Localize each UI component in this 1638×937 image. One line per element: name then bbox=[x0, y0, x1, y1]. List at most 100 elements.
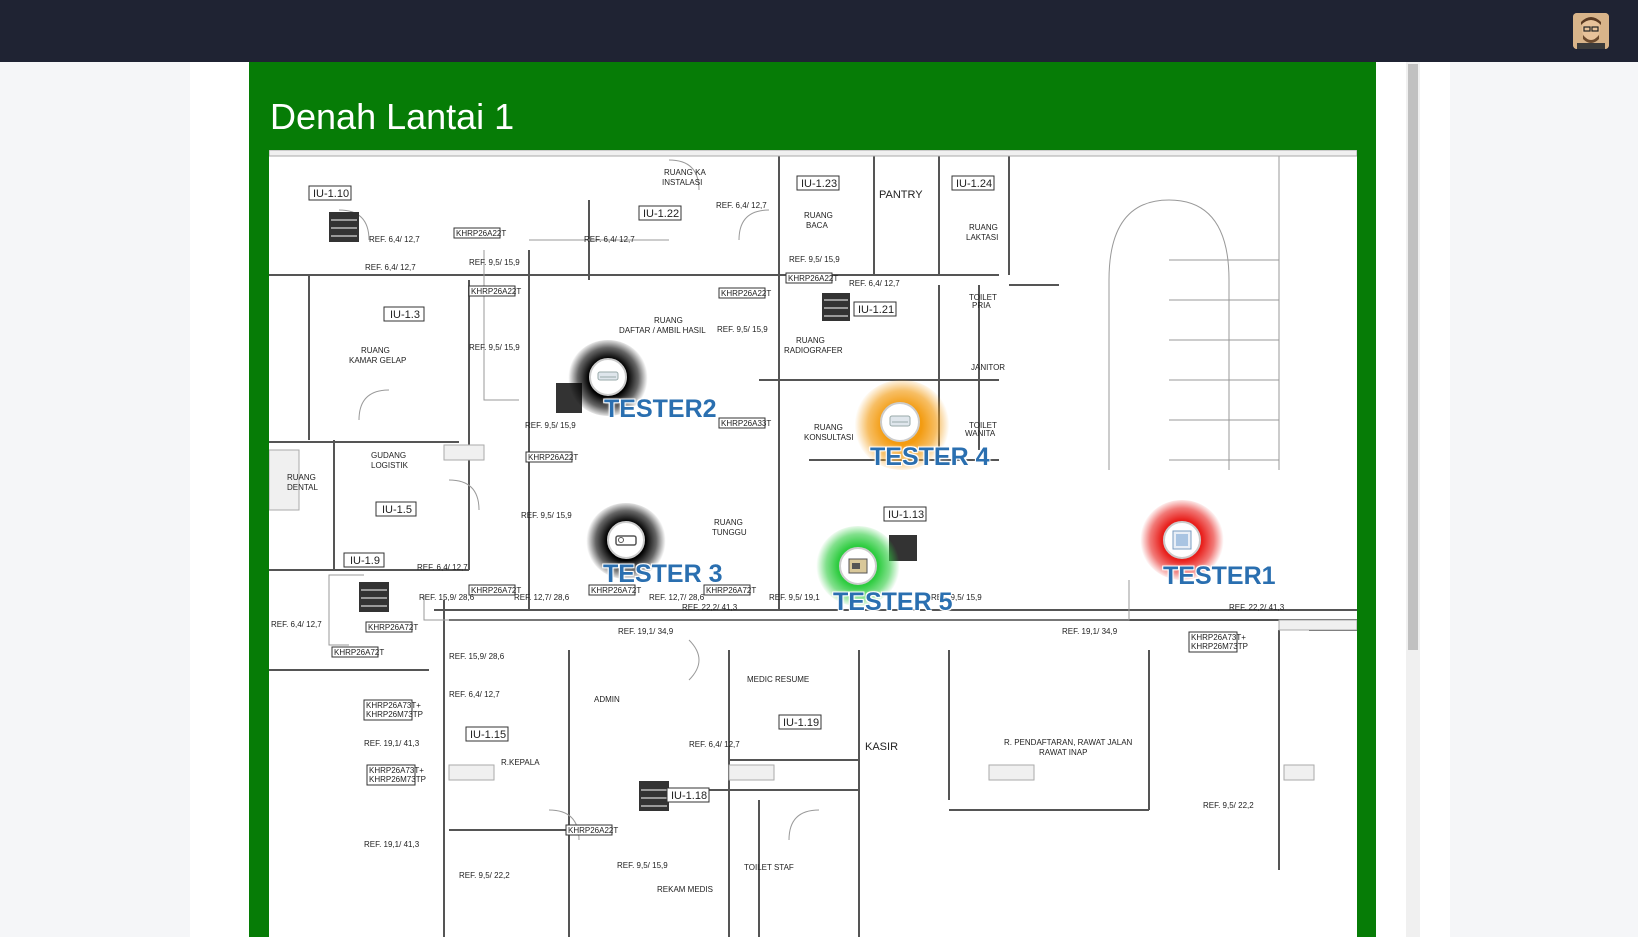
svg-text:KHRP26A33T: KHRP26A33T bbox=[721, 419, 771, 428]
svg-text:KHRP26A22T: KHRP26A22T bbox=[788, 274, 838, 283]
svg-text:REF. 15,9/ 28,6: REF. 15,9/ 28,6 bbox=[419, 593, 475, 602]
svg-text:REF. 6,4/ 12,7: REF. 6,4/ 12,7 bbox=[449, 690, 500, 699]
svg-text:KHRP26A72T: KHRP26A72T bbox=[591, 586, 641, 595]
svg-text:REF. 22,2/ 41,3: REF. 22,2/ 41,3 bbox=[682, 603, 738, 612]
svg-text:LOGISTIK: LOGISTIK bbox=[371, 461, 409, 470]
svg-text:RUANG KA: RUANG KA bbox=[664, 168, 706, 177]
svg-text:REF. 6,4/ 12,7: REF. 6,4/ 12,7 bbox=[584, 235, 635, 244]
tester-label: TESTER2 bbox=[604, 395, 717, 423]
svg-text:KHRP26A72T: KHRP26A72T bbox=[706, 586, 756, 595]
svg-text:RUANG: RUANG bbox=[814, 423, 843, 432]
svg-text:IU-1.9: IU-1.9 bbox=[350, 555, 380, 567]
svg-text:REF. 6,4/ 12,7: REF. 6,4/ 12,7 bbox=[849, 279, 900, 288]
svg-text:LAKTASI: LAKTASI bbox=[966, 233, 998, 242]
svg-text:REF. 9,5/ 15,9: REF. 9,5/ 15,9 bbox=[789, 255, 840, 264]
svg-text:REF. 19,1/ 34,9: REF. 19,1/ 34,9 bbox=[618, 627, 674, 636]
svg-text:KHRP26A22T: KHRP26A22T bbox=[456, 229, 506, 238]
svg-text:REF. 19,1/ 41,3: REF. 19,1/ 41,3 bbox=[364, 840, 420, 849]
svg-text:IU-1.19: IU-1.19 bbox=[783, 717, 819, 729]
svg-text:KHRP26M73TP: KHRP26M73TP bbox=[1191, 642, 1248, 651]
svg-text:RUANG: RUANG bbox=[714, 518, 743, 527]
svg-text:RUANG: RUANG bbox=[969, 223, 998, 232]
top-app-bar bbox=[0, 0, 1638, 62]
svg-text:IU-1.15: IU-1.15 bbox=[470, 729, 506, 741]
svg-text:KHRP26A22T: KHRP26A22T bbox=[471, 287, 521, 296]
svg-text:REF. 6,4/ 12,7: REF. 6,4/ 12,7 bbox=[271, 620, 322, 629]
svg-text:REF. 22,2/ 41,3: REF. 22,2/ 41,3 bbox=[1229, 603, 1285, 612]
svg-text:KASIR: KASIR bbox=[865, 741, 898, 753]
svg-text:REF. 9,5/ 15,9: REF. 9,5/ 15,9 bbox=[931, 593, 982, 602]
svg-text:REF. 9,5/ 15,9: REF. 9,5/ 15,9 bbox=[525, 421, 576, 430]
svg-text:REF. 19,1/ 34,9: REF. 19,1/ 34,9 bbox=[1062, 627, 1118, 636]
ac-unit-icon[interactable] bbox=[589, 358, 627, 396]
svg-text:REF. 6,4/ 12,7: REF. 6,4/ 12,7 bbox=[417, 563, 468, 572]
svg-text:KHRP26A22T: KHRP26A22T bbox=[721, 289, 771, 298]
svg-text:KONSULTASI: KONSULTASI bbox=[804, 433, 854, 442]
svg-text:IU-1.21: IU-1.21 bbox=[858, 304, 894, 316]
floor-plan-drawing: RUANG KA INSTALASI PANTRY RUANG BACA RUA… bbox=[269, 150, 1357, 937]
svg-text:DENTAL: DENTAL bbox=[287, 483, 319, 492]
projector-icon[interactable] bbox=[607, 521, 645, 559]
svg-text:INSTALASI: INSTALASI bbox=[662, 178, 702, 187]
svg-text:IU-1.24: IU-1.24 bbox=[956, 178, 992, 190]
svg-text:GUDANG: GUDANG bbox=[371, 451, 406, 460]
svg-text:REF. 19,1/ 41,3: REF. 19,1/ 41,3 bbox=[364, 739, 420, 748]
svg-text:RAWAT INAP: RAWAT INAP bbox=[1039, 748, 1087, 757]
svg-text:REF. 9,5/ 19,1: REF. 9,5/ 19,1 bbox=[769, 593, 820, 602]
svg-text:REF. 9,5/ 22,2: REF. 9,5/ 22,2 bbox=[459, 871, 510, 880]
user-avatar-icon[interactable] bbox=[1573, 13, 1609, 49]
svg-text:REF. 15,9/ 28,6: REF. 15,9/ 28,6 bbox=[449, 652, 505, 661]
ac-unit-icon[interactable] bbox=[880, 402, 920, 442]
svg-text:REF. 12,7/ 28,6: REF. 12,7/ 28,6 bbox=[514, 593, 570, 602]
scrollbar-thumb[interactable] bbox=[1408, 64, 1418, 650]
svg-text:KHRP26A22T: KHRP26A22T bbox=[528, 453, 578, 462]
svg-text:R.KEPALA: R.KEPALA bbox=[501, 758, 540, 767]
left-gutter bbox=[0, 62, 190, 937]
svg-text:IU-1.13: IU-1.13 bbox=[888, 509, 924, 521]
svg-text:PANTRY: PANTRY bbox=[879, 189, 923, 201]
svg-text:TOILET STAF: TOILET STAF bbox=[744, 863, 794, 872]
svg-text:TUNGGU: TUNGGU bbox=[712, 528, 747, 537]
svg-text:KHRP26A22T: KHRP26A22T bbox=[568, 826, 618, 835]
svg-text:IU-1.3: IU-1.3 bbox=[390, 309, 420, 321]
svg-text:RUANG: RUANG bbox=[361, 346, 390, 355]
tester-label: TESTER 3 bbox=[603, 560, 723, 588]
svg-text:REF. 12,7/ 28,6: REF. 12,7/ 28,6 bbox=[649, 593, 705, 602]
svg-text:REF. 6,4/ 12,7: REF. 6,4/ 12,7 bbox=[365, 263, 416, 272]
svg-text:REF. 9,5/ 15,9: REF. 9,5/ 15,9 bbox=[469, 258, 520, 267]
svg-text:IU-1.22: IU-1.22 bbox=[643, 208, 679, 220]
svg-text:WANITA: WANITA bbox=[965, 429, 996, 438]
svg-text:PRIA: PRIA bbox=[972, 301, 991, 310]
svg-text:R. PENDAFTARAN, RAWAT JALAN: R. PENDAFTARAN, RAWAT JALAN bbox=[1004, 738, 1133, 747]
svg-text:IU-1.10: IU-1.10 bbox=[313, 188, 349, 200]
svg-text:KHRP26M73TP: KHRP26M73TP bbox=[369, 775, 426, 784]
tester-label: TESTER 4 bbox=[870, 443, 990, 471]
svg-text:REF. 9,5/ 15,9: REF. 9,5/ 15,9 bbox=[469, 343, 520, 352]
tester-label: TESTER 5 bbox=[833, 588, 953, 616]
svg-text:KHRP26A72T: KHRP26A72T bbox=[471, 586, 521, 595]
printer-icon[interactable] bbox=[839, 547, 877, 585]
svg-text:KHRP26A73T+: KHRP26A73T+ bbox=[369, 766, 424, 775]
svg-text:KHRP26A72T: KHRP26A72T bbox=[334, 648, 384, 657]
svg-text:REF. 6,4/ 12,7: REF. 6,4/ 12,7 bbox=[716, 201, 767, 210]
svg-text:IU-1.5: IU-1.5 bbox=[382, 504, 412, 516]
panel-device-icon[interactable] bbox=[1163, 521, 1201, 559]
svg-text:KHRP26A73T+: KHRP26A73T+ bbox=[366, 701, 421, 710]
svg-text:KHRP26A73T+: KHRP26A73T+ bbox=[1191, 633, 1246, 642]
svg-text:JANITOR: JANITOR bbox=[971, 363, 1005, 372]
svg-text:BACA: BACA bbox=[806, 221, 828, 230]
svg-text:RADIOGRAFER: RADIOGRAFER bbox=[784, 346, 843, 355]
svg-text:RUANG: RUANG bbox=[804, 211, 833, 220]
svg-text:KHRP26M73TP: KHRP26M73TP bbox=[366, 710, 423, 719]
svg-text:REKAM MEDIS: REKAM MEDIS bbox=[657, 885, 713, 894]
right-gutter bbox=[1450, 62, 1638, 937]
svg-text:IU-1.23: IU-1.23 bbox=[801, 178, 837, 190]
svg-text:RUANG: RUANG bbox=[287, 473, 316, 482]
svg-text:RUANG: RUANG bbox=[654, 316, 683, 325]
svg-text:TOILET: TOILET bbox=[969, 293, 997, 302]
svg-text:REF. 9,5/ 15,9: REF. 9,5/ 15,9 bbox=[717, 325, 768, 334]
svg-text:REF. 9,5/ 22,2: REF. 9,5/ 22,2 bbox=[1203, 801, 1254, 810]
svg-text:REF. 9,5/ 15,9: REF. 9,5/ 15,9 bbox=[617, 861, 668, 870]
svg-text:KHRP26A72T: KHRP26A72T bbox=[368, 623, 418, 632]
svg-text:REF. 6,4/ 12,7: REF. 6,4/ 12,7 bbox=[689, 740, 740, 749]
